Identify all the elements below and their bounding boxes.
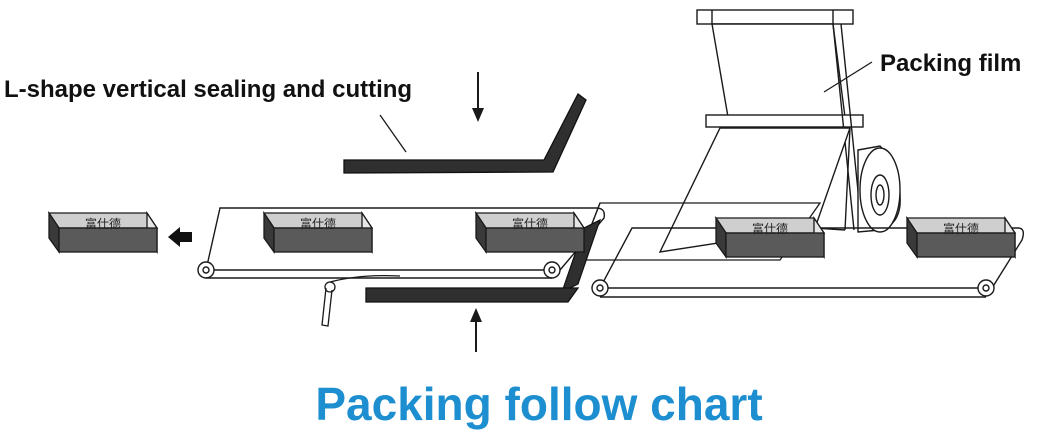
vertical-sealer-blade [560, 218, 602, 294]
box-label: 富仕德 [512, 216, 548, 231]
film-roll-frame [658, 9, 901, 253]
product-box-in-film: 富仕德 [715, 217, 825, 258]
sealer-down-arrow-icon [472, 72, 484, 122]
box-label: 富仕德 [85, 216, 121, 231]
output-left-arrow-icon [168, 227, 192, 247]
packing-film-label: Packing film [880, 50, 1021, 77]
right-conveyor [591, 227, 1025, 298]
product-box-output: 富仕德 [48, 212, 158, 253]
film-pointer-line [823, 61, 873, 93]
sealer-up-arrow-icon [470, 308, 482, 352]
product-box-input: 富仕德 [906, 217, 1016, 258]
conveyor-bracket [321, 274, 401, 327]
box-label: 富仕德 [943, 221, 979, 236]
box-label: 富仕德 [752, 221, 788, 236]
upper-l-sealer [343, 93, 587, 174]
diagram-title: Packing follow chart [315, 378, 762, 430]
product-box-left-belt-1: 富仕德 [263, 212, 373, 253]
product-box-left-belt-2: 富仕德 [475, 212, 585, 253]
box-label: 富仕德 [300, 216, 336, 231]
sealing-label: L-shape vertical sealing and cutting [4, 76, 412, 103]
sealing-pointer-line [379, 114, 407, 153]
lower-sealer [365, 287, 580, 303]
